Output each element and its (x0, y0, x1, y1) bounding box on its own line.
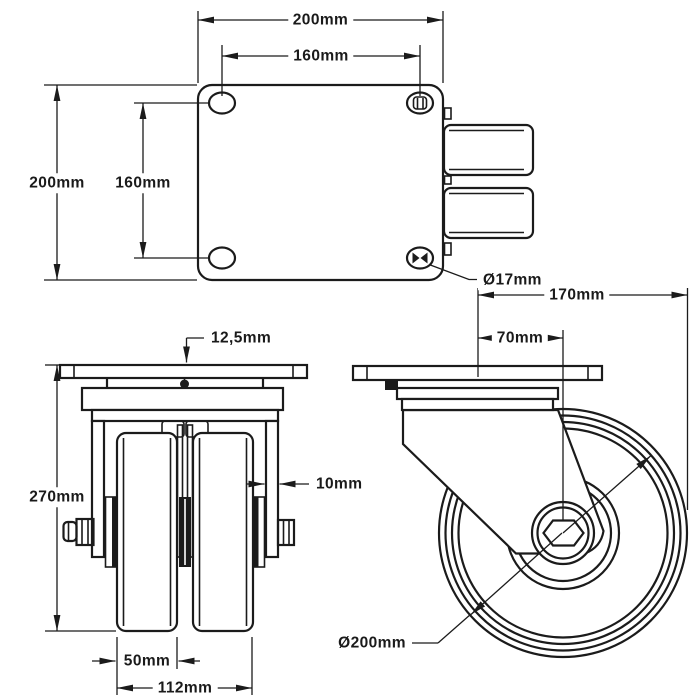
top-view-bolt-holes (207, 91, 435, 270)
dim-plate-thickness-label: 12,5mm (206, 328, 277, 348)
dim-wheel-diameter-label: Ø200mm (333, 633, 411, 653)
grease-fitting (385, 379, 398, 390)
top-view-wheels (442, 107, 535, 256)
side-view-raceway (395, 386, 560, 401)
dim-overall-length-label: 170mm (544, 285, 610, 305)
dim-wheel-width-label: 50mm (118, 651, 176, 671)
front-view-plate (58, 363, 309, 380)
front-view-raceway (80, 386, 285, 412)
front-view-axle (62, 517, 296, 547)
wheel-diameter-line (470, 532, 563, 615)
side-view (351, 288, 689, 659)
dim-swivel-offset-label: 70mm (491, 328, 549, 348)
dim-bolt-spacing-height-label: 160mm (110, 173, 176, 193)
dim-overall-width-label: 112mm (152, 678, 218, 698)
front-view-wheels (115, 431, 255, 633)
dim-overall-height-label: 270mm (24, 487, 90, 507)
kingpin-center-dot (180, 379, 189, 389)
side-view-dimensions (412, 288, 689, 644)
front-view (45, 337, 309, 695)
dim-plate-height-label: 200mm (24, 173, 90, 193)
top-view (44, 11, 535, 282)
dim-bolt-spacing-width-label: 160mm (288, 46, 354, 66)
dim-plate-width-label: 200mm (287, 10, 354, 30)
dim-bolt-hole-diameter-label: Ø17mm (478, 270, 547, 290)
hole-diameter-leader (428, 263, 477, 281)
top-view-plate (196, 83, 445, 282)
dim-bracket-thickness-label: 10mm (311, 474, 368, 494)
